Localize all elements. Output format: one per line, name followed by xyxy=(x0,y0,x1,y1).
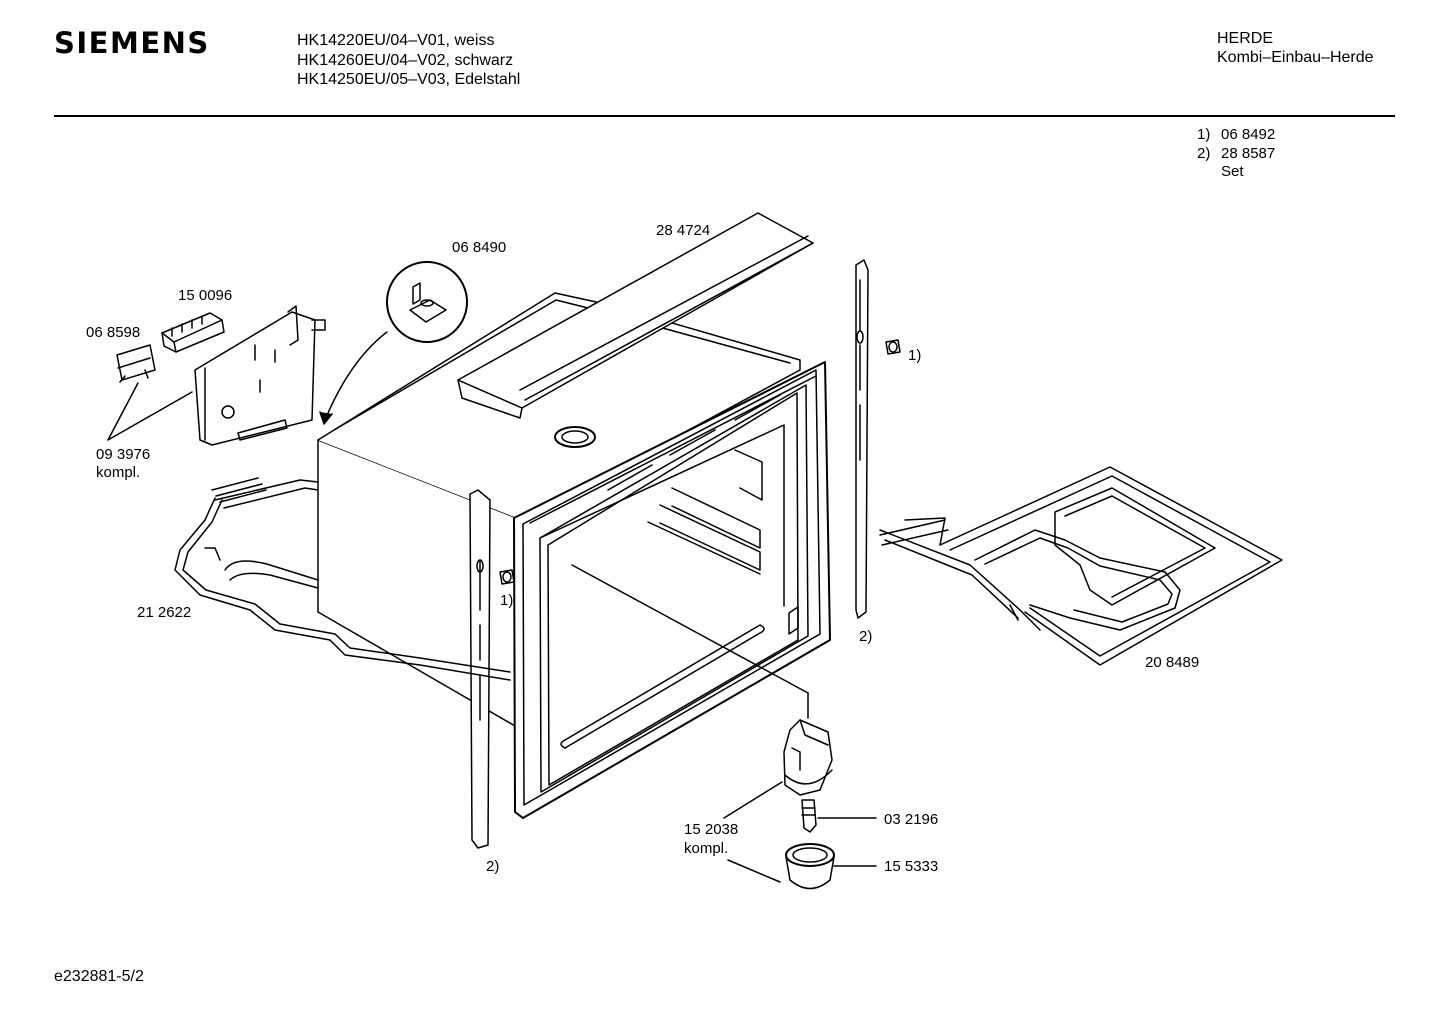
part-label: 06 8490 xyxy=(452,239,507,256)
model-line: HK14250EU/05–V03, Edelstahl xyxy=(297,71,521,88)
footnote-ref: 2) xyxy=(859,628,873,645)
front-frame xyxy=(513,361,831,819)
leader-line-093976 xyxy=(107,382,193,441)
part-label: 06 8598 xyxy=(86,324,141,341)
footnote-part-number: Set xyxy=(1221,163,1244,180)
document-id: e232881-5/2 xyxy=(54,968,144,985)
footnote-part-number: 06 8492 xyxy=(1221,126,1276,143)
footnote-ref: 1) xyxy=(908,347,922,364)
grill-heating-element xyxy=(879,466,1283,666)
terminal-block xyxy=(161,312,225,353)
category-title: HERDE xyxy=(1217,30,1274,47)
lower-heating-element xyxy=(174,477,511,681)
footnote-number: 1) xyxy=(1197,126,1211,143)
part-label: 03 2196 xyxy=(884,811,939,828)
leader-line-152038-cover xyxy=(727,859,781,883)
footnote-row: 1) 06 8492 xyxy=(1197,126,1275,145)
lamp-bulb xyxy=(801,799,817,833)
category-block: HERDE Kombi–Einbau–Herde xyxy=(1217,30,1374,67)
part-label-suffix: kompl. xyxy=(684,840,729,857)
top-cover-plate xyxy=(457,212,814,419)
control-bracket xyxy=(194,305,326,446)
shelf-rails xyxy=(647,449,763,575)
footnote-row: 2) 28 8587 xyxy=(1197,145,1275,164)
footnote-number: 2) xyxy=(1197,144,1211,162)
category-subtitle: Kombi–Einbau–Herde xyxy=(1217,48,1374,66)
screw-left xyxy=(499,569,515,585)
part-label: 15 2038 xyxy=(684,821,739,838)
part-label: 20 8489 xyxy=(1145,654,1200,671)
leader-line-152038 xyxy=(723,781,783,819)
lamp-cover xyxy=(785,843,835,890)
lamp-socket xyxy=(783,719,833,796)
part-label: 09 3976 xyxy=(96,446,151,463)
footnote-row: Set xyxy=(1197,163,1275,182)
part-label: 21 2622 xyxy=(137,604,192,621)
screw-right xyxy=(885,339,901,355)
left-side-strip xyxy=(469,489,491,849)
header-divider xyxy=(54,115,1395,117)
brand-logo: SIEMENS xyxy=(54,26,210,60)
connector-clip xyxy=(116,344,156,383)
part-label: 15 0096 xyxy=(178,287,233,304)
model-list: HK14220EU/04–V01, weiss HK14260EU/04–V02… xyxy=(297,31,520,90)
thermostat-callout xyxy=(319,261,468,425)
model-line: HK14220EU/04–V01, weiss xyxy=(297,32,495,49)
footnote-ref: 1) xyxy=(500,592,514,609)
footnote-part-number: 28 8587 xyxy=(1221,144,1276,162)
right-side-strip xyxy=(855,259,869,619)
part-label-suffix: kompl. xyxy=(96,464,141,481)
part-label: 15 5333 xyxy=(884,858,939,875)
model-line: HK14260EU/04–V02, schwarz xyxy=(297,51,514,69)
part-label: 28 4724 xyxy=(656,222,711,239)
footnote-ref: 2) xyxy=(486,858,500,875)
footnote-list: 1) 06 8492 2) 28 8587 Set xyxy=(1197,126,1275,182)
